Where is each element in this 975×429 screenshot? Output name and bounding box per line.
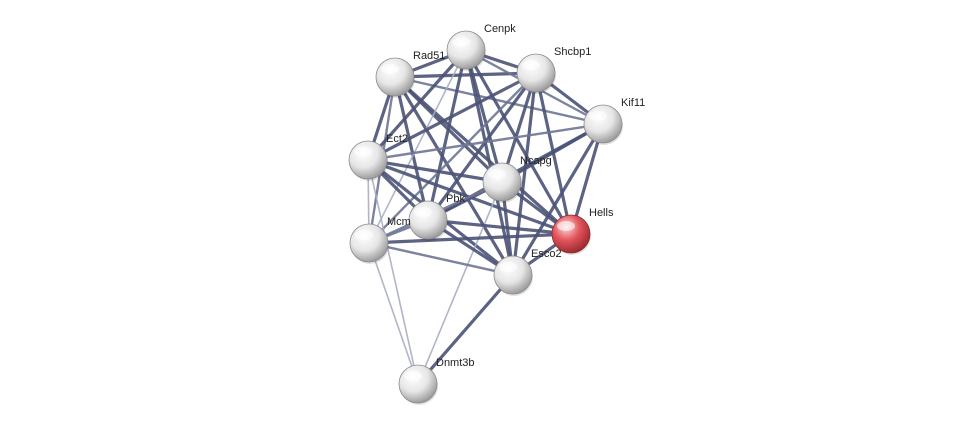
- protein-node-circle[interactable]: [493, 255, 533, 295]
- protein-node-circle[interactable]: [408, 200, 448, 240]
- edge-cenpk-pbk[interactable]: [426, 48, 468, 222]
- node-highlight: [488, 169, 506, 179]
- edge-shcbp1-mcm[interactable]: [367, 71, 538, 245]
- edge-kif11-esco2[interactable]: [511, 122, 605, 277]
- node-highlight: [404, 371, 422, 381]
- node-hells[interactable]: Hells: [551, 207, 614, 255]
- node-ect2[interactable]: Ect2: [348, 133, 408, 181]
- node-dnmt3b[interactable]: Dnmt3b: [398, 357, 475, 405]
- node-shcbp1[interactable]: Shcbp1: [516, 46, 591, 94]
- edge-mcm-dnmt3b[interactable]: [368, 242, 419, 385]
- edge-rad51-shcbp1[interactable]: [393, 71, 538, 79]
- edge-mcm-esco2[interactable]: [367, 241, 515, 277]
- protein-node-circle[interactable]: [482, 162, 522, 202]
- node-label-dnmt3b: Dnmt3b: [436, 357, 475, 369]
- edge-cenpk-ect2[interactable]: [366, 48, 468, 162]
- edge-kif11-ect2[interactable]: [366, 122, 605, 162]
- node-cenpk[interactable]: Cenpk: [446, 23, 516, 71]
- edge-shcbp1-esco2[interactable]: [511, 71, 538, 277]
- node-highlight: [499, 262, 517, 272]
- node-mcm[interactable]: Mcm: [349, 216, 411, 264]
- edge-rad51-kif11[interactable]: [393, 75, 605, 126]
- protein-node-circle[interactable]: [398, 364, 438, 404]
- node-highlight: [522, 60, 540, 70]
- node-highlight: [557, 221, 575, 231]
- protein-node-circle[interactable]: [348, 140, 388, 180]
- edge-ect2-dnmt3b[interactable]: [367, 159, 419, 385]
- edge-shcbp1-pbk[interactable]: [426, 71, 538, 222]
- node-esco2[interactable]: Esco2: [493, 248, 562, 296]
- node-rad51[interactable]: Rad51: [375, 50, 445, 98]
- node-highlight: [589, 111, 607, 121]
- edge-cenpk-mcm[interactable]: [368, 49, 467, 244]
- node-highlight: [354, 147, 372, 157]
- edge-pbk-hells[interactable]: [426, 218, 573, 236]
- node-ncapg[interactable]: Ncapg: [482, 155, 552, 203]
- protein-node-circle[interactable]: [446, 30, 486, 70]
- edge-mcm-hells[interactable]: [367, 232, 573, 245]
- node-label-ncapg: Ncapg: [520, 155, 552, 167]
- node-kif11[interactable]: Kif11: [583, 97, 645, 145]
- edge-rad51-pbk[interactable]: [393, 75, 430, 222]
- node-label-mcm: Mcm: [387, 216, 411, 228]
- protein-node-circle[interactable]: [583, 104, 623, 144]
- node-highlight: [381, 64, 399, 74]
- node-label-cenpk: Cenpk: [484, 23, 516, 35]
- edge-shcbp1-ect2[interactable]: [366, 71, 538, 162]
- edge-esco2-dnmt3b[interactable]: [416, 273, 515, 386]
- node-pbk[interactable]: Pbk: [408, 193, 465, 241]
- node-label-pbk: Pbk: [446, 193, 465, 205]
- protein-node-circle[interactable]: [349, 223, 389, 263]
- node-label-kif11: Kif11: [621, 97, 645, 109]
- node-highlight: [414, 207, 432, 217]
- node-label-esco2: Esco2: [531, 248, 562, 260]
- edge-rad51-hells[interactable]: [393, 75, 573, 236]
- protein-node-circle[interactable]: [516, 53, 556, 93]
- edge-ncapg-dnmt3b[interactable]: [417, 181, 503, 385]
- node-label-hells: Hells: [589, 207, 614, 219]
- protein-node-circle[interactable]: [375, 57, 415, 97]
- node-label-rad51: Rad51: [413, 50, 445, 62]
- edge-cenpk-hells[interactable]: [464, 48, 573, 236]
- edge-cenpk-esco2[interactable]: [464, 48, 515, 277]
- node-label-shcbp1: Shcbp1: [554, 46, 591, 58]
- node-highlight: [452, 37, 470, 47]
- node-label-ect2: Ect2: [386, 133, 408, 145]
- node-highlight: [355, 230, 373, 240]
- edge-ect2-ncapg[interactable]: [366, 158, 504, 184]
